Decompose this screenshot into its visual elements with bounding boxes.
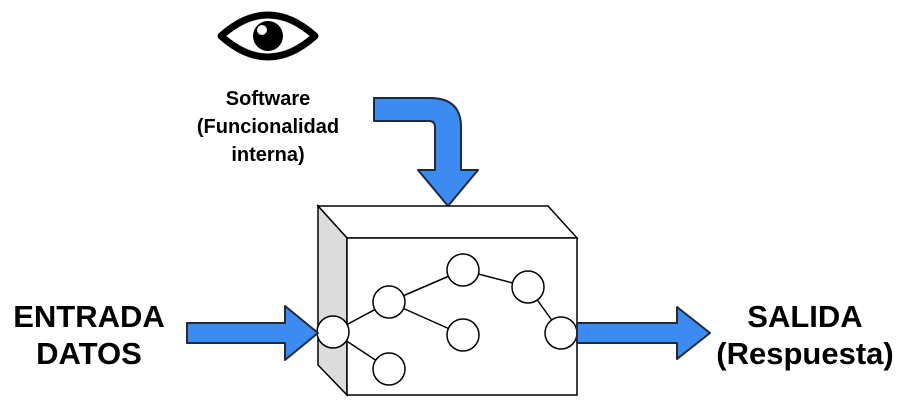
input-label-line-2: DATOS: [36, 336, 142, 371]
software-label-line-3: interna): [231, 144, 304, 166]
graph-node: [446, 253, 480, 287]
software-label-line-2: (Funcionalidad: [197, 116, 339, 138]
input-label-line-1: ENTRADA: [13, 299, 165, 334]
graph-node: [511, 270, 545, 304]
box-side-face: [317, 204, 348, 397]
output-label-line-1: SALIDA: [747, 299, 862, 334]
software-arrow: [373, 97, 479, 207]
graph-node: [372, 285, 406, 319]
input-node: [316, 315, 350, 349]
graph-node: [446, 318, 480, 352]
software-label: Software (Funcionalidad interna): [197, 88, 339, 166]
input-arrow: [186, 305, 319, 361]
software-label-line-1: Software: [226, 88, 310, 110]
input-label: ENTRADA DATOS: [13, 299, 165, 371]
output-arrow: [576, 306, 711, 360]
graph-nodes: [316, 253, 578, 386]
output-label-line-2: (Respuesta): [716, 336, 893, 371]
output-label: SALIDA (Respuesta): [716, 299, 893, 371]
output-node: [544, 316, 578, 350]
graph-node: [372, 352, 406, 386]
box-top-face: [316, 205, 579, 239]
eye-icon: [217, 11, 319, 61]
